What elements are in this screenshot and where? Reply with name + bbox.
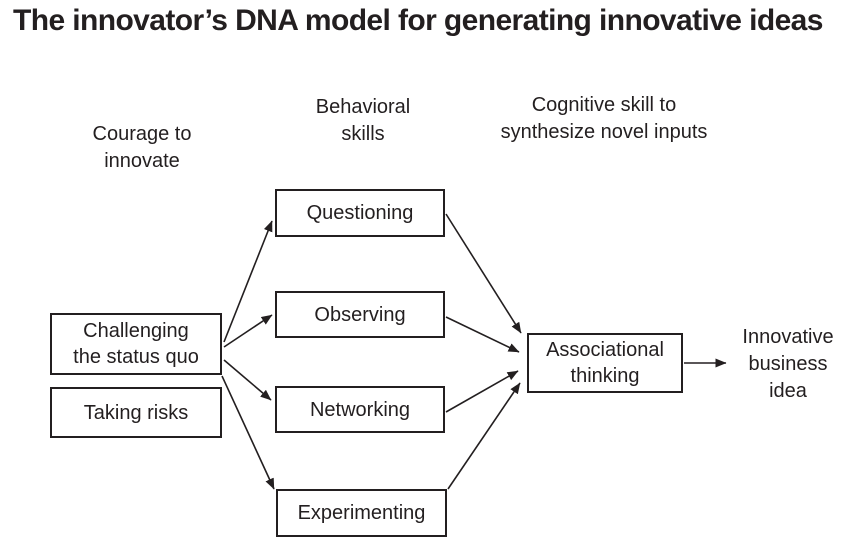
node-challenging-the-status-quo: Challenging the status quo	[50, 313, 222, 375]
arrow-networking-to-associational	[445, 370, 519, 413]
node-experimenting: Experimenting	[276, 489, 447, 537]
arrow-experimenting-to-associational	[447, 382, 521, 490]
column-header-courage-to-innovate: Courage to innovate	[92, 123, 192, 172]
arrow-observing-to-associational	[445, 316, 520, 353]
node-networking: Networking	[275, 386, 445, 433]
node-associational-thinking: Associational thinking	[527, 333, 683, 393]
arrow-challenging-to-observing	[223, 314, 273, 348]
arrow-challenging-to-questioning	[223, 220, 273, 343]
node-observing: Observing	[275, 291, 445, 338]
column-header-cognitive-skill: Cognitive skill to synthesize novel inpu…	[500, 94, 708, 143]
diagram-title: The innovator’s DNA model for generating…	[13, 4, 823, 37]
arrow-challenging-to-experimenting	[221, 375, 275, 490]
node-questioning: Questioning	[275, 189, 445, 237]
node-taking-risks: Taking risks	[50, 387, 222, 438]
column-header-behavioral-skills: Behavioral skills	[315, 96, 411, 145]
arrow-challenging-to-networking	[223, 359, 272, 401]
arrow-questioning-to-associational	[445, 213, 522, 334]
outcome-innovative-business-idea: Innovative business idea	[742, 326, 834, 402]
